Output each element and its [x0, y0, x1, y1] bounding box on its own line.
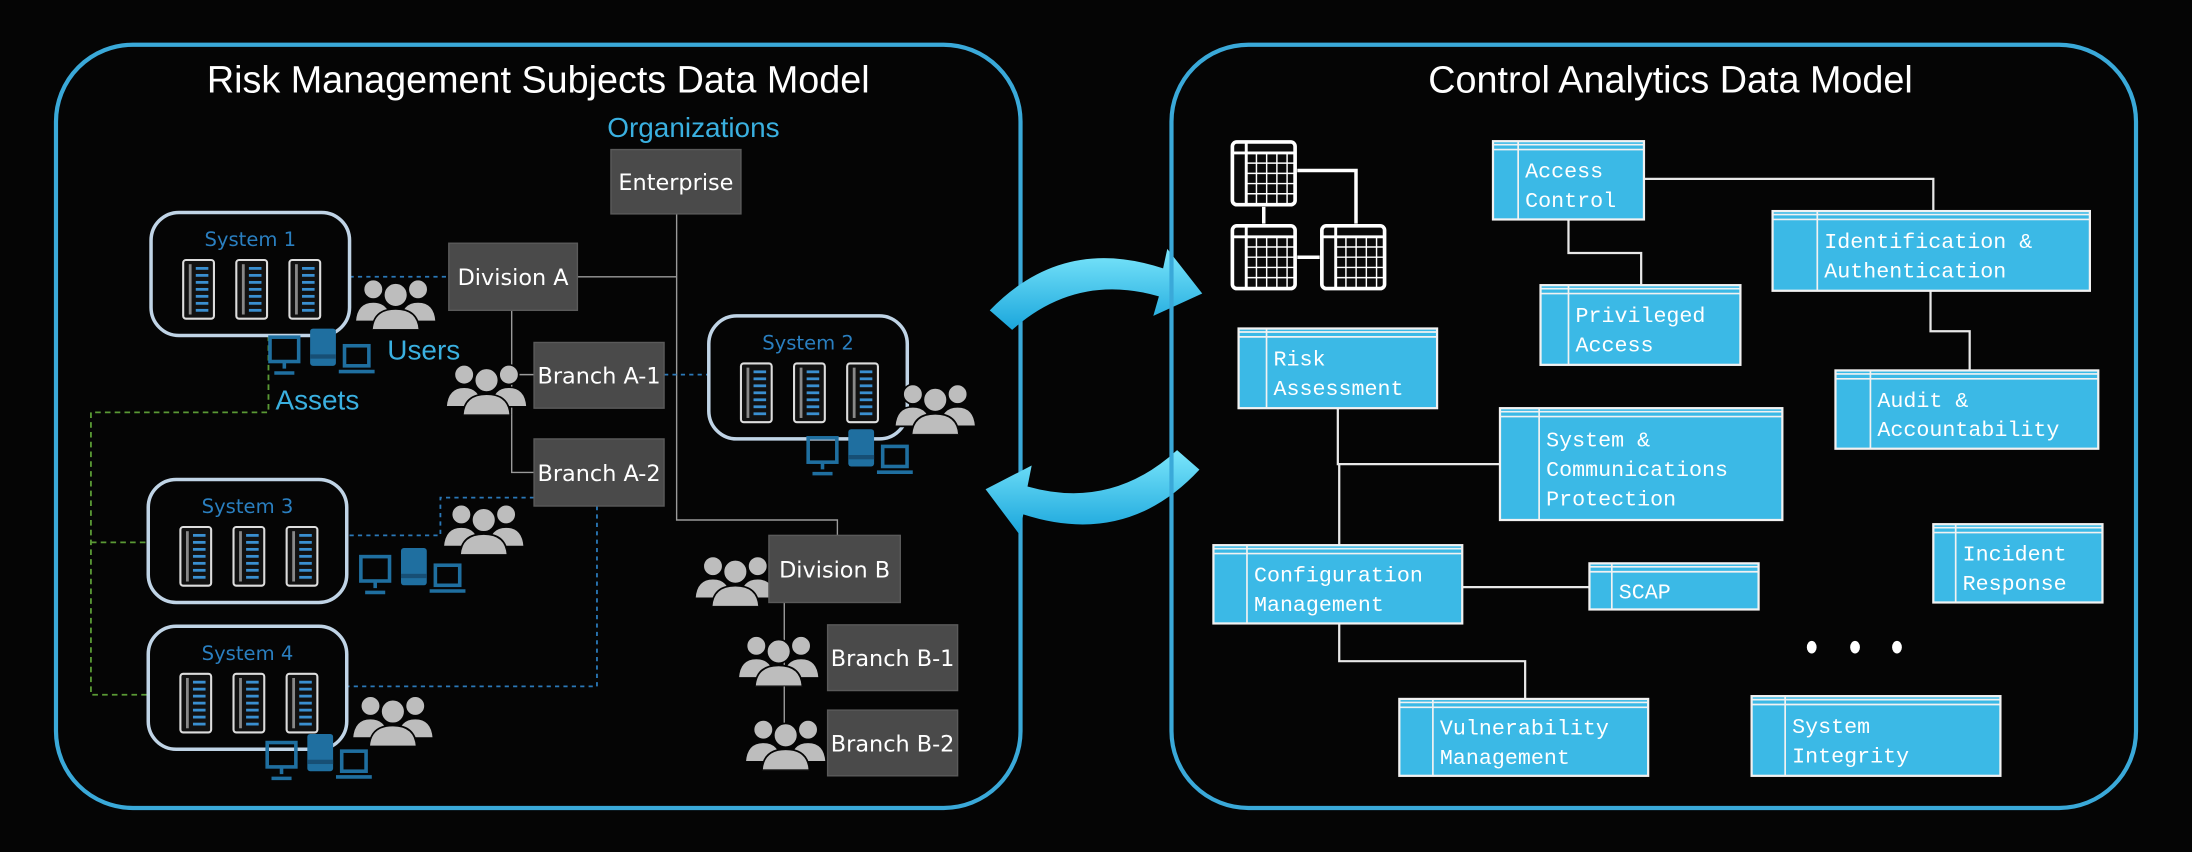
users-group-icon — [445, 364, 528, 416]
control-label-line: Protection — [1546, 487, 1676, 512]
users-group-icon — [354, 278, 438, 330]
control-label-line: System & — [1546, 429, 1650, 454]
control-label-line: Assessment — [1274, 377, 1404, 402]
system-4-box[interactable]: System 4 — [146, 624, 349, 752]
control-label-line: System — [1792, 715, 1870, 740]
org-unit-label: Branch B-2 — [831, 731, 955, 757]
org-unit-label: Enterprise — [618, 170, 733, 196]
server-rack-icon — [288, 258, 322, 320]
right-panel — [1169, 42, 2139, 811]
system-links — [346, 275, 709, 688]
right-panel-title: Control Analytics Data Model — [1428, 58, 1913, 100]
control-label-line: Communications — [1546, 458, 1728, 483]
server-rack-icon — [232, 672, 266, 734]
control-connectors — [1336, 177, 1971, 699]
server-rack-icon — [792, 362, 826, 424]
control-label-line: Configuration — [1254, 564, 1423, 589]
server-rack-icon — [285, 525, 319, 587]
more-items-ellipsis — [1806, 640, 1902, 654]
users-group-icon — [744, 719, 828, 771]
server-rack-icon — [179, 672, 213, 734]
control-label-line: Integrity — [1792, 745, 1909, 770]
org-unit-branch-a2[interactable]: Branch A-2 — [533, 438, 665, 507]
system-3-box[interactable]: System 3 — [146, 477, 349, 605]
assets-label: Assets — [275, 385, 359, 416]
org-unit-division-a[interactable]: Division A — [448, 242, 579, 312]
org-unit-label: Division B — [779, 557, 890, 583]
control-label-line: Risk — [1274, 348, 1326, 373]
related-tables-icon — [1230, 140, 1387, 291]
control-label-line: Identification & — [1824, 230, 2032, 255]
control-label-line: Access — [1575, 334, 1653, 359]
control-label-line: Access — [1525, 160, 1603, 185]
org-unit-label: Branch A-2 — [538, 461, 661, 487]
server-rack-icon — [846, 362, 880, 424]
system-1-box[interactable]: System 1 — [149, 210, 352, 338]
server-rack-icon — [285, 672, 319, 734]
system-2-box[interactable]: System 2 — [707, 314, 910, 441]
control-label-line: Accountability — [1877, 418, 2059, 443]
computer-assets-icon — [359, 546, 467, 595]
control-label-line: Response — [1963, 572, 2067, 597]
server-rack-icon — [232, 525, 266, 587]
org-unit-label: Branch B-1 — [831, 646, 955, 672]
users-group-icon — [442, 503, 526, 555]
control-label-line: Audit & — [1877, 389, 1968, 414]
control-label-line: Control — [1525, 189, 1616, 214]
control-identification[interactable]: Identification & Authentication — [1771, 209, 2092, 292]
users-group-icon — [693, 555, 777, 607]
left-panel-title: Risk Management Subjects Data Model — [207, 58, 870, 100]
server-rack-icon — [739, 362, 773, 424]
asset-links — [90, 335, 270, 696]
server-rack-icon — [182, 258, 216, 320]
users-group-icon — [893, 383, 977, 435]
org-unit-branch-b1[interactable]: Branch B-1 — [826, 624, 959, 692]
system-label: System 4 — [202, 642, 294, 665]
arrow-forward — [989, 248, 1203, 330]
left-panel — [53, 42, 1023, 811]
org-unit-enterprise[interactable]: Enterprise — [610, 148, 742, 215]
control-label-line: Management — [1254, 593, 1384, 618]
control-scap[interactable]: SCAP — [1588, 562, 1760, 611]
control-label-line: Vulnerability — [1440, 717, 1609, 742]
control-label-line: Incident — [1963, 543, 2067, 568]
org-unit-label: Branch A-1 — [538, 364, 661, 390]
control-label-line: SCAP — [1619, 580, 1671, 605]
org-unit-label: Division A — [458, 265, 570, 291]
control-label-line: Authentication — [1824, 259, 2006, 284]
control-label-line: Privileged — [1575, 304, 1705, 329]
system-label: System 3 — [202, 495, 294, 518]
organizations-label: Organizations — [607, 112, 779, 143]
users-group-icon — [351, 695, 435, 747]
system-label: System 2 — [762, 331, 854, 354]
control-label-line: Management — [1440, 746, 1570, 771]
server-rack-icon — [179, 525, 213, 587]
org-unit-branch-b2[interactable]: Branch B-2 — [826, 709, 959, 777]
users-group-icon — [737, 635, 821, 687]
bidirectional-sync-arrows-icon — [985, 248, 1203, 534]
org-unit-branch-a1[interactable]: Branch A-1 — [533, 341, 665, 409]
arrow-back — [985, 450, 1200, 534]
users-label: Users — [387, 334, 460, 365]
org-unit-division-b[interactable]: Division B — [768, 534, 901, 604]
server-rack-icon — [235, 258, 269, 320]
control-audit[interactable]: Audit & Accountability — [1834, 369, 2100, 450]
system-label: System 1 — [204, 228, 296, 251]
